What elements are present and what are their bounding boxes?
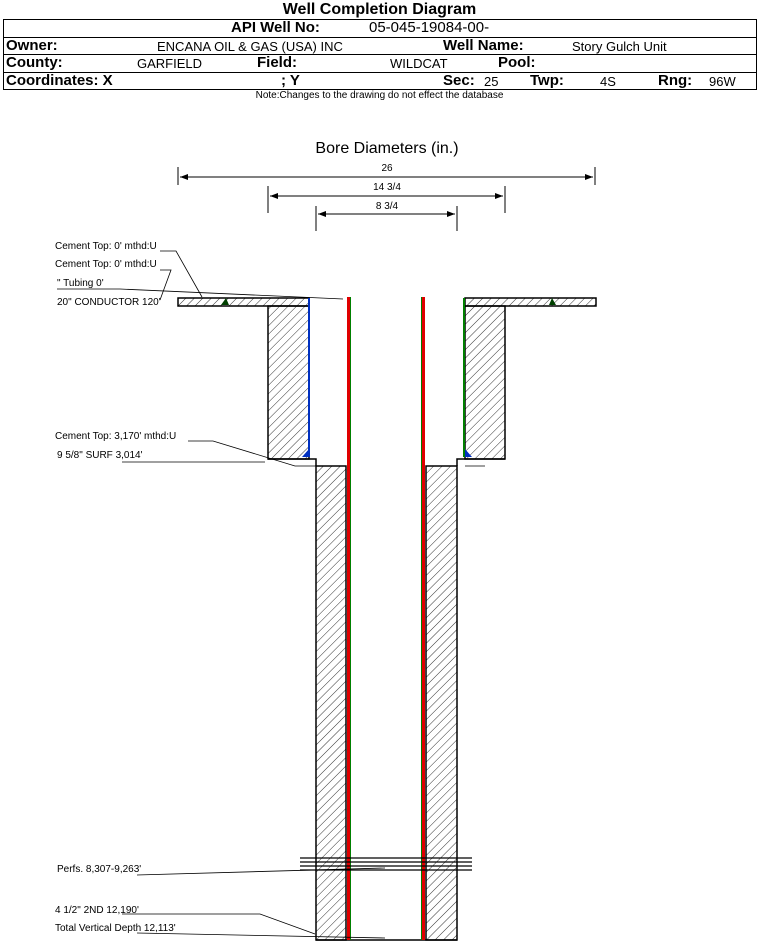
conductor-cement — [177, 297, 597, 307]
coords-row: Coordinates: X ; Y Sec: 25 Twp: 4S Rng: … — [4, 71, 756, 90]
production-casing-right — [422, 297, 425, 940]
field-label: Field: — [257, 54, 297, 71]
coords-x-label: Coordinates: X — [6, 71, 113, 89]
surface-shoe-left — [302, 449, 309, 457]
diagram-labels: Cement Top: 0' mthd:U Cement Top: 0' mth… — [55, 241, 176, 934]
cement-top-label-1: Cement Top: 0' mthd:U — [55, 241, 157, 252]
cement-top-label-2: Cement Top: 0' mthd:U — [55, 259, 157, 270]
api-label: API Well No: — [231, 19, 320, 36]
well-name-label: Well Name: — [443, 36, 524, 54]
page-title: Well Completion Diagram — [282, 1, 477, 18]
leader-lines — [57, 250, 485, 939]
sec-label: Sec: — [443, 71, 475, 89]
perfs-label: Perfs. 8,307-9,263' — [57, 864, 141, 875]
production-cement — [315, 465, 458, 941]
perforations — [300, 857, 472, 871]
conductor-shoe-right — [549, 298, 556, 305]
field-value: WILDCAT — [390, 56, 448, 71]
surface-cement — [267, 305, 506, 460]
pool-label: Pool: — [498, 54, 536, 71]
owner-row: Owner: ENCANA OIL & GAS (USA) INC Well N… — [4, 36, 756, 55]
coords-y-label: ; Y — [281, 71, 300, 89]
tubing-label: " Tubing 0' — [57, 278, 104, 289]
api-value: 05-045-19084-00- — [369, 19, 490, 36]
owner-value: ENCANA OIL & GAS (USA) INC — [157, 38, 343, 54]
owner-label: Owner: — [6, 36, 58, 54]
twp-label: Twp: — [530, 71, 564, 89]
tvd-label: Total Vertical Depth 12,113' — [55, 923, 176, 934]
county-value: GARFIELD — [137, 56, 203, 71]
conductor-label: 20" CONDUCTOR 120' — [57, 297, 161, 308]
rng-value: 96W — [709, 73, 736, 89]
rng-label: Rng: — [658, 71, 693, 89]
diameter-14-label: 14 3/4 — [373, 182, 401, 193]
surface-shoe-right — [465, 449, 472, 457]
diameter-8-label: 8 3/4 — [376, 201, 399, 212]
sec-value: 25 — [484, 73, 499, 89]
conductor-shoe-left — [221, 298, 229, 305]
database-note: Note:Changes to the drawing do not effec… — [255, 90, 504, 101]
tubing-left — [350, 297, 351, 940]
diameter-dimensions — [177, 167, 596, 231]
twp-value: 4S — [600, 73, 616, 89]
api-row: API Well No: 05-045-19084-00- — [4, 20, 756, 37]
cement-top-label-3: Cement Top: 3,170' mthd:U — [55, 431, 176, 442]
surface-casing-label: 9 5/8" SURF 3,014' — [57, 450, 143, 461]
bore-diameters-title: Bore Diameters (in.) — [315, 140, 458, 157]
production-casing-left — [347, 297, 350, 940]
well-name-value: Story Gulch Unit — [572, 38, 667, 54]
well-header-table: API Well No: 05-045-19084-00- Owner: ENC… — [3, 19, 757, 90]
casing-shoes — [268, 458, 505, 941]
production-casing-label: 4 1/2" 2ND 12,190' — [55, 905, 139, 916]
county-label: County: — [6, 54, 63, 71]
diameter-26-label: 26 — [381, 163, 393, 174]
tubing-right — [421, 297, 422, 940]
county-row: County: GARFIELD Field: WILDCAT Pool: — [4, 54, 756, 72]
